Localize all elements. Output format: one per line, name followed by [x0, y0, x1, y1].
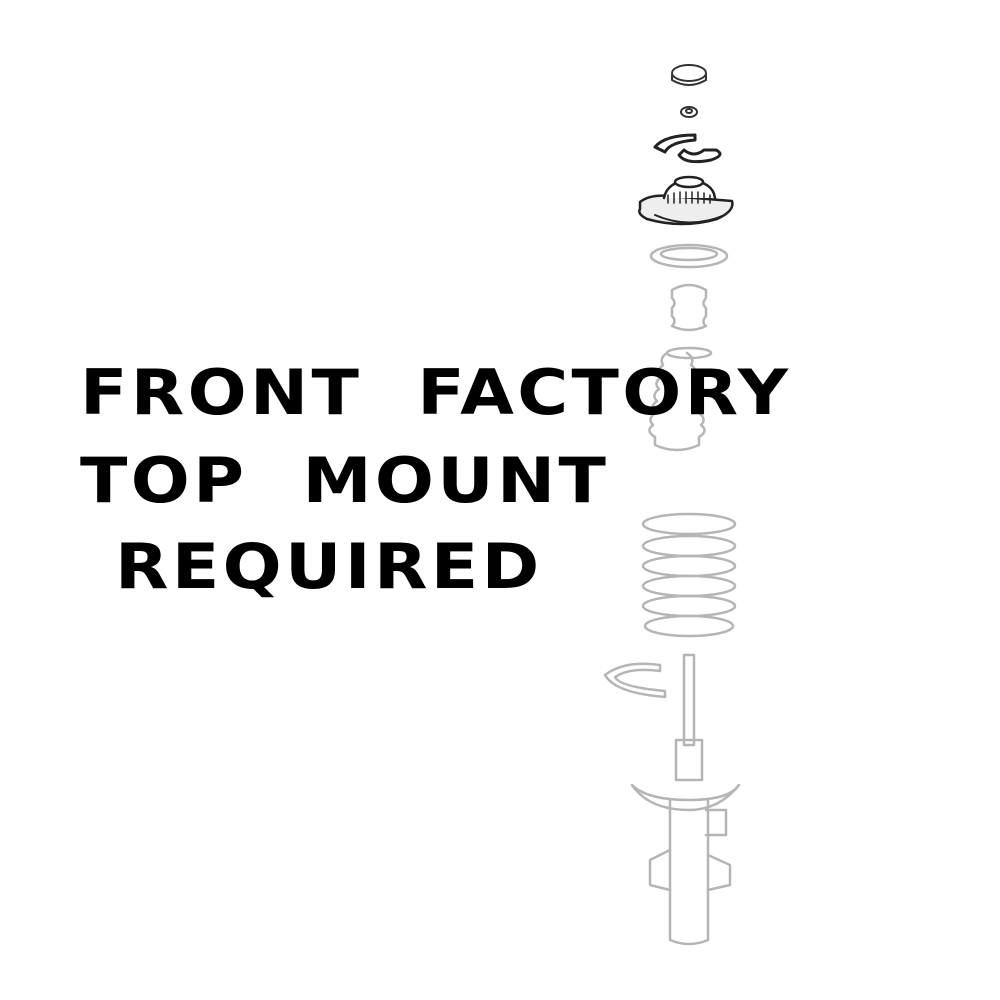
shock-absorber [630, 653, 741, 946]
retaining-clips [653, 133, 722, 164]
spring-seat [603, 662, 667, 699]
caption-line-1: FRONT FACTORY [80, 356, 792, 429]
caption-line-3: REQUIRED [115, 530, 543, 603]
dust-boot [648, 346, 713, 452]
nut [680, 106, 698, 118]
dust-cap [671, 64, 707, 86]
coil-spring [641, 512, 737, 638]
caption-line-2: TOP MOUNT [80, 444, 610, 517]
bearing-ring [649, 243, 729, 269]
bump-stop [670, 283, 708, 332]
top-mount [638, 175, 734, 226]
